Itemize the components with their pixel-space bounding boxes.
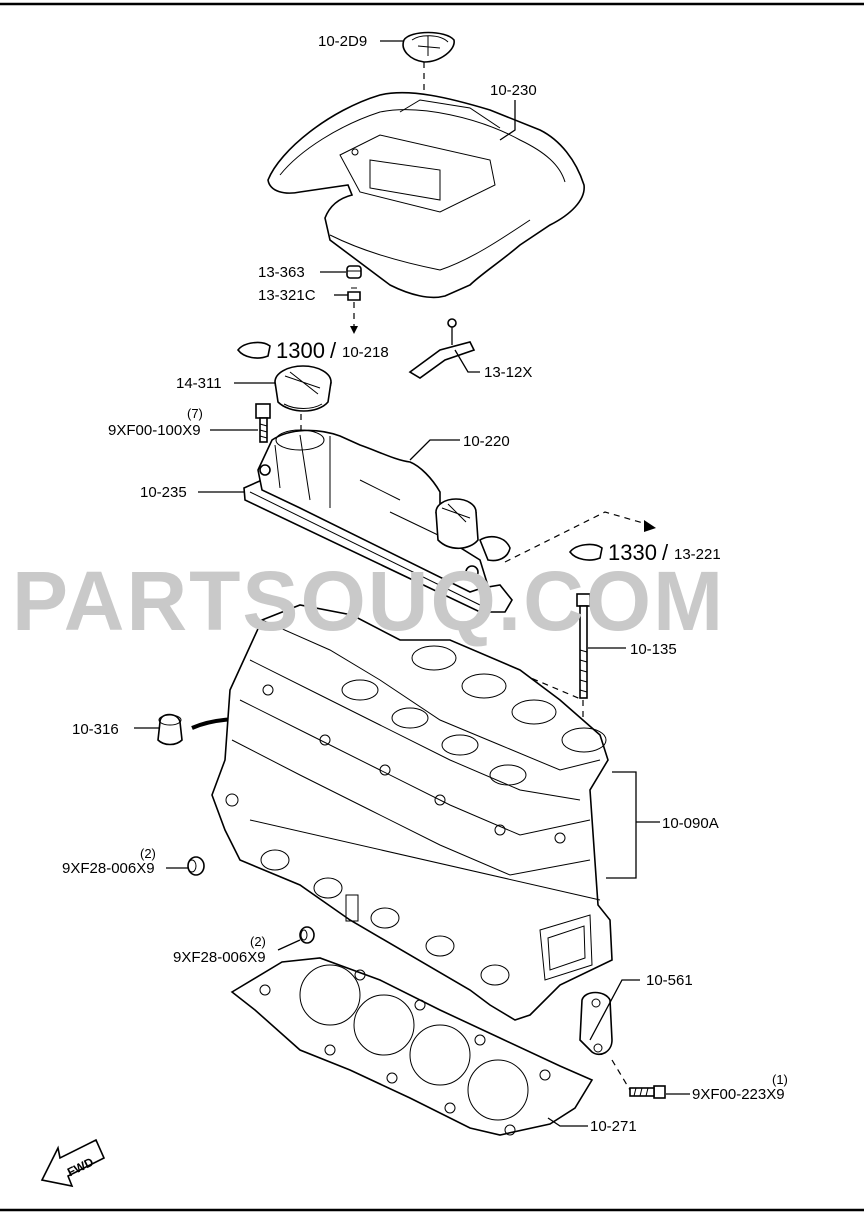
ref-1300[interactable]: 1300 / 10-218	[236, 338, 389, 363]
head-gasket-part[interactable]	[230, 957, 594, 1136]
hanger-part[interactable]	[579, 991, 613, 1056]
callout-stud[interactable]: 13-321C	[258, 287, 316, 304]
callout-hanger-bolt[interactable]: 9XF00-223X9	[692, 1086, 785, 1103]
ref-1300-part: 10-218	[342, 344, 389, 361]
callout-plug-2-qty: (2)	[250, 934, 266, 949]
arrow-head	[644, 520, 656, 532]
fwd-indicator: FWD	[40, 1138, 106, 1188]
callout-bracket[interactable]: 13-12X	[484, 364, 532, 381]
callout-cover-gasket[interactable]: 10-235	[140, 484, 187, 501]
forward-arrow-icon	[40, 1138, 106, 1188]
callout-cylinder-head[interactable]: 10-090A	[662, 815, 719, 832]
plug-2-part[interactable]	[299, 926, 315, 944]
callout-engine-cover[interactable]: 10-230	[490, 82, 537, 99]
callout-plug[interactable]: 10-316	[72, 721, 119, 738]
callout-grommet[interactable]: 13-363	[258, 264, 305, 281]
grommet-part[interactable]	[346, 265, 362, 279]
ref-1300-number: 1300	[276, 338, 325, 363]
callout-hanger-bolt-qty: (1)	[772, 1072, 788, 1087]
callout-plug-1-qty: (2)	[140, 846, 156, 861]
bolt-part[interactable]	[255, 403, 271, 443]
engine-cover-part[interactable]	[267, 91, 585, 299]
watermark: PARTSOUQ.COM	[12, 554, 725, 648]
plug-part[interactable]	[157, 713, 183, 746]
hanger-bolt-part[interactable]	[629, 1085, 666, 1099]
plug-1-part[interactable]	[187, 856, 205, 876]
callout-oil-cap-top[interactable]: 10-2D9	[318, 33, 367, 50]
callout-plug-1[interactable]: 9XF28-006X9	[62, 860, 155, 877]
callout-bolt[interactable]: 9XF00-100X9	[108, 422, 201, 439]
head-bolt-part[interactable]	[576, 593, 591, 699]
ref-1330-sep: /	[662, 540, 669, 565]
oil-filler-cap-part[interactable]	[274, 365, 332, 412]
callout-plug-2[interactable]: 9XF28-006X9	[173, 949, 266, 966]
callout-oil-filler-cap[interactable]: 14-311	[176, 375, 222, 392]
arrow-head	[350, 326, 358, 334]
callout-head-gasket[interactable]: 10-271	[590, 1118, 637, 1135]
pointing-hand-icon	[568, 543, 603, 561]
ref-1330-number: 1330	[608, 540, 657, 565]
ref-1330-part: 13-221	[674, 546, 721, 563]
leader-dash	[611, 1059, 631, 1091]
cylinder-head-part[interactable]	[211, 604, 613, 1021]
cylinder-head-cover-part[interactable]	[257, 429, 511, 593]
bracket-part[interactable]	[408, 318, 476, 379]
callout-head-bolt[interactable]: 10-135	[630, 641, 677, 658]
leader-lines	[134, 40, 690, 1127]
callout-bolt-qty: (7)	[187, 406, 203, 421]
pointing-hand-icon	[236, 341, 271, 359]
stud-part[interactable]	[347, 287, 361, 301]
leader-dash	[504, 511, 651, 563]
cylinder-head-bracket-line	[606, 771, 637, 879]
ref-1330[interactable]: 1330 / 13-221	[568, 540, 721, 565]
oil-cap-top-part[interactable]	[402, 31, 455, 63]
callout-cylinder-head-cover[interactable]: 10-220	[463, 433, 510, 450]
ref-1300-sep: /	[330, 338, 337, 363]
callout-hanger[interactable]: 10-561	[646, 972, 693, 989]
